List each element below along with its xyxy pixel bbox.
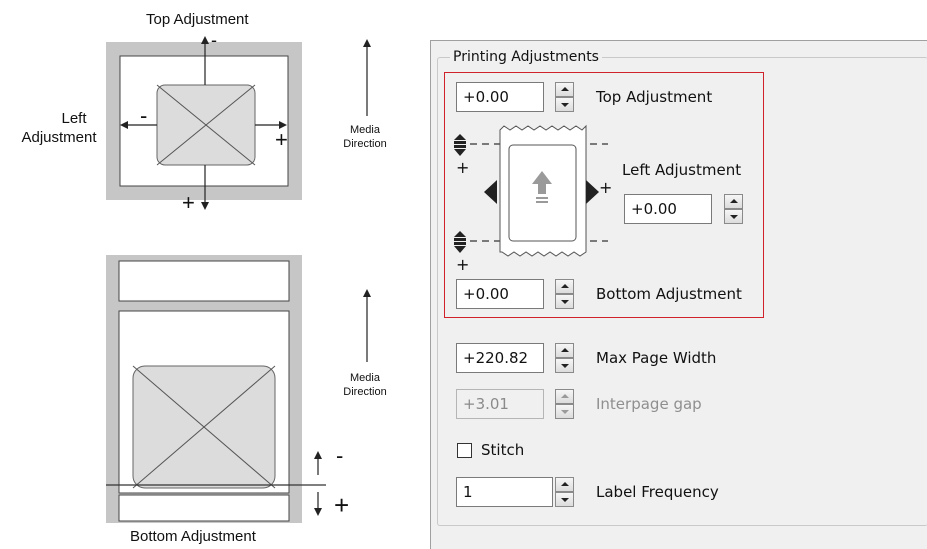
stitch-checkbox[interactable] bbox=[457, 443, 472, 458]
bottom-adjustment-spinner[interactable] bbox=[555, 279, 574, 309]
preview-plus-top: + bbox=[456, 158, 470, 177]
media-direction-label: Media Direction bbox=[343, 124, 387, 150]
adjustment-preview-graphic bbox=[454, 124, 608, 257]
max-page-width-spinner[interactable] bbox=[555, 343, 574, 373]
media-direction-arrow-up bbox=[363, 39, 371, 116]
spin-up-icon[interactable] bbox=[724, 194, 743, 209]
max-page-width-input[interactable]: +220.82 bbox=[456, 343, 544, 373]
spin-down-icon[interactable] bbox=[724, 209, 743, 224]
spin-up-icon[interactable] bbox=[555, 343, 574, 358]
interpage-gap-label: Interpage gap bbox=[596, 395, 702, 413]
bottom-adjustment-input[interactable]: +0.00 bbox=[456, 279, 544, 309]
group-title: Printing Adjustments bbox=[450, 49, 602, 65]
spin-down-icon[interactable] bbox=[555, 492, 574, 507]
top-adjustment-spinner[interactable] bbox=[555, 82, 574, 112]
top-adjustment-figure bbox=[106, 36, 302, 210]
interpage-gap-input: +3.01 bbox=[456, 389, 544, 419]
label-frequency-input[interactable]: 1 bbox=[456, 477, 553, 507]
interpage-gap-spinner bbox=[555, 389, 574, 419]
left-adjustment-spinner[interactable] bbox=[724, 194, 743, 224]
bottom-plus-sign-large: + bbox=[334, 490, 350, 520]
bottom-plus-sign: + bbox=[182, 190, 195, 215]
spin-up-icon[interactable] bbox=[555, 477, 574, 492]
bottom-adjustment-caption: Bottom Adjustment bbox=[130, 528, 256, 545]
max-page-width-label: Max Page Width bbox=[596, 349, 717, 367]
left-adjustment-caption: Left Adjustment bbox=[21, 110, 97, 146]
right-plus-sign: + bbox=[275, 127, 288, 152]
spin-up-icon[interactable] bbox=[555, 82, 574, 97]
adjustment-highlight-box bbox=[444, 72, 764, 318]
bottom-adjustment-figure bbox=[106, 255, 326, 523]
spin-down-icon bbox=[555, 404, 574, 419]
left-adjustment-label: Left Adjustment bbox=[622, 161, 742, 179]
top-minus-sign: - bbox=[211, 30, 217, 50]
top-adjustment-input[interactable]: +0.00 bbox=[456, 82, 544, 112]
preview-plus-bottom: + bbox=[456, 255, 470, 274]
top-adjustment-label: Top Adjustment bbox=[596, 88, 713, 106]
top-adjustment-caption: Top Adjustment bbox=[146, 11, 249, 28]
preview-plus-right: + bbox=[599, 178, 613, 197]
media-direction-arrow-up-2 bbox=[363, 289, 371, 362]
spin-down-icon[interactable] bbox=[555, 97, 574, 112]
spin-up-icon[interactable] bbox=[555, 279, 574, 294]
printing-adjustments-group bbox=[437, 57, 927, 526]
left-minus-sign: - bbox=[140, 103, 148, 128]
spin-down-icon[interactable] bbox=[555, 294, 574, 309]
media-direction-label-2: Media Direction bbox=[343, 372, 387, 398]
label-frequency-label: Label Frequency bbox=[596, 483, 719, 501]
left-adjustment-input[interactable]: +0.00 bbox=[624, 194, 712, 224]
label-frequency-spinner[interactable] bbox=[555, 477, 574, 507]
spin-up-icon bbox=[555, 389, 574, 404]
spin-down-icon[interactable] bbox=[555, 358, 574, 373]
stitch-label: Stitch bbox=[481, 441, 525, 459]
bottom-adjustment-label: Bottom Adjustment bbox=[596, 285, 742, 303]
bottom-minus-sign: - bbox=[336, 443, 344, 468]
